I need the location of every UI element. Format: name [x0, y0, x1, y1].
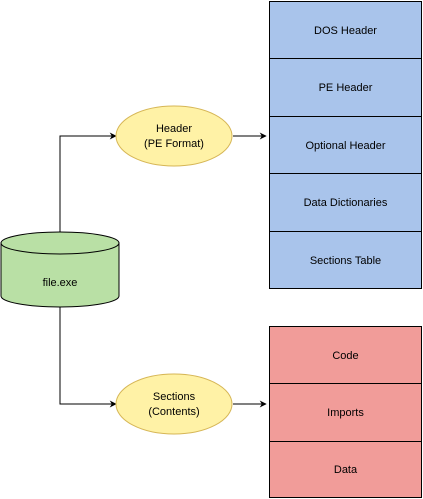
- header-node[interactable]: Header (PE Format): [115, 105, 233, 167]
- section-block-code[interactable]: Code: [269, 326, 422, 384]
- header-subtitle: (PE Format): [144, 138, 204, 150]
- section-block-data[interactable]: Data: [269, 441, 422, 498]
- section-block-label: Imports: [327, 407, 364, 419]
- header-block-sections-table[interactable]: Sections Table: [269, 231, 422, 289]
- file-cylinder-top: [0, 231, 120, 255]
- section-blocks-stack: Code Imports Data: [269, 326, 422, 498]
- sections-node[interactable]: Sections (Contents): [115, 373, 233, 435]
- sections-title: Sections: [153, 391, 196, 403]
- connector-file-to-sections: [59, 307, 117, 408]
- section-block-imports[interactable]: Imports: [269, 383, 422, 442]
- section-block-label: Code: [332, 350, 358, 362]
- header-block-label: PE Header: [319, 82, 373, 94]
- header-blocks-stack: DOS Header PE Header Optional Header Dat…: [269, 1, 422, 289]
- file-label: file.exe: [43, 277, 78, 289]
- header-title: Header: [156, 123, 192, 135]
- header-block-label: Optional Header: [305, 140, 385, 152]
- header-block-label: Sections Table: [310, 255, 381, 267]
- header-block-pe[interactable]: PE Header: [269, 58, 422, 117]
- file-cylinder[interactable]: file.exe: [0, 231, 120, 308]
- header-block-dos[interactable]: DOS Header: [269, 1, 422, 59]
- header-block-label: DOS Header: [314, 25, 377, 37]
- sections-ellipse: [115, 373, 233, 435]
- sections-subtitle: (Contents): [148, 406, 199, 418]
- header-block-data-dictionaries[interactable]: Data Dictionaries: [269, 173, 422, 232]
- header-ellipse: [115, 105, 233, 167]
- section-block-label: Data: [334, 464, 358, 476]
- file-cylinder-body: [0, 243, 120, 308]
- connector-file-to-header: [59, 132, 117, 232]
- header-block-optional[interactable]: Optional Header: [269, 116, 422, 174]
- connectors: [59, 132, 267, 408]
- header-block-label: Data Dictionaries: [304, 197, 388, 209]
